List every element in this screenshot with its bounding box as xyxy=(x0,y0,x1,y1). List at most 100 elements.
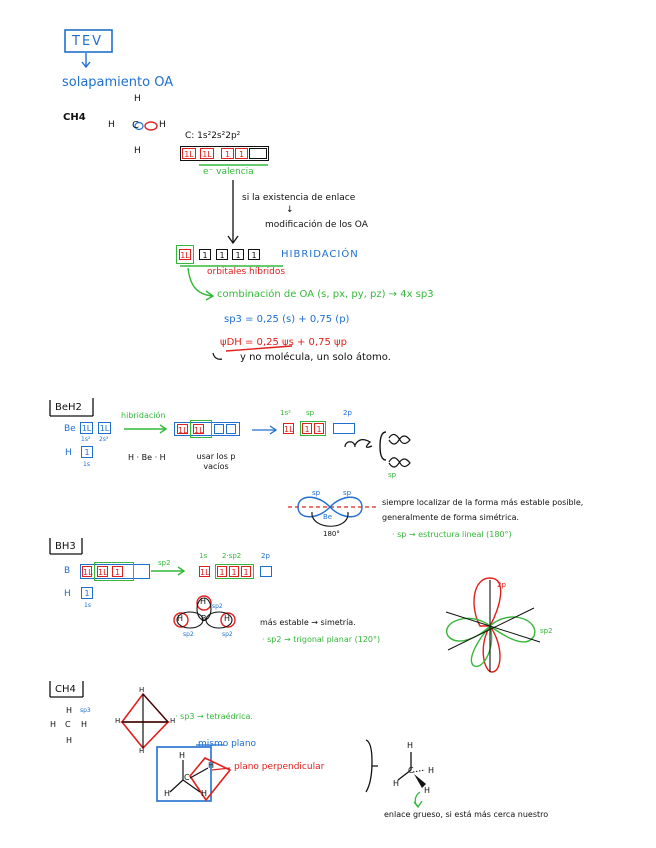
orbital-cell xyxy=(333,423,355,434)
orbital-row-a xyxy=(180,146,269,161)
tev-box xyxy=(64,29,113,53)
label-2p: 2p xyxy=(343,409,352,417)
orbital-cell: 1 xyxy=(232,249,244,260)
sp-highlight xyxy=(300,421,326,436)
ch4-h-left: H xyxy=(108,120,115,130)
orbital-cell: 1 xyxy=(199,249,211,260)
orbitales-label: orbitales híbridos xyxy=(207,267,286,277)
box-c: C xyxy=(184,773,190,782)
note-line-3: · sp → estructura lineal (180°) xyxy=(392,530,512,539)
tetra-text: · sp3 → tetraédrica. xyxy=(175,712,253,721)
overlap-loop xyxy=(144,121,158,131)
enlace-text: enlace grueso, si está más cerca nuestro xyxy=(384,810,549,819)
sub-h: 1s xyxy=(83,461,90,468)
combinacion-text: combinación de OA (s, px, py, pz) → 4x s… xyxy=(217,289,434,300)
bh3-label: BH3 xyxy=(55,541,76,552)
orbital-cell: 1L xyxy=(98,422,111,434)
top-1s: 1s xyxy=(199,552,208,560)
wedge-h-left: H xyxy=(393,779,400,788)
orbital-cell: 1 xyxy=(314,423,324,434)
estable-text: más estable → simetría. xyxy=(260,618,356,627)
orbital-cell: 1L xyxy=(193,424,204,435)
struct-h-left: H xyxy=(177,614,184,623)
orbital-cell: 1 xyxy=(248,249,260,260)
sp-lobe-b: sp xyxy=(343,489,352,497)
mid-highlight xyxy=(190,420,212,438)
tetra-h: H xyxy=(170,717,176,725)
be-struct: H · Be · H xyxy=(128,453,166,462)
perpendicular-text: plano perpendicular xyxy=(234,762,325,772)
bh3-highlight xyxy=(94,562,134,581)
orbital-cell: 1 xyxy=(81,446,93,458)
orbital-cell: 1 xyxy=(221,148,234,159)
hybrid-highlight xyxy=(176,245,194,264)
sub-h: 1s xyxy=(84,602,91,609)
bh3-row xyxy=(80,564,150,579)
mismo-plano-text: mismo plano xyxy=(198,739,257,749)
orbital-cell: 1L xyxy=(283,423,294,434)
box-h-top: H xyxy=(179,751,186,760)
orbital-cell: 1L xyxy=(97,566,108,577)
orbital-cell: 1 xyxy=(235,148,248,159)
box-h-right: H xyxy=(201,789,208,798)
label-1s: 1s² xyxy=(280,409,291,417)
h-atom: H xyxy=(50,720,57,729)
top-sp2: 2·sp2 xyxy=(222,552,242,560)
existence-text: si la existencia de enlace xyxy=(242,193,356,203)
box-h-left: H xyxy=(164,789,171,798)
orbital-cell: 1 xyxy=(112,566,123,577)
note-text: y no molécula, un solo átomo. xyxy=(240,352,391,363)
wedge-h-front: H xyxy=(424,786,431,795)
psi-equation: ψDH = 0,25 ψs + 0,75 ψp xyxy=(220,337,347,348)
section-heading: solapamiento OA xyxy=(62,75,174,90)
empty-p-cell xyxy=(260,566,272,577)
orbital-cell: 1 xyxy=(229,566,239,577)
orbital-cell: 1L xyxy=(199,566,210,577)
hibridacion-label: HIBRIDACIÓN xyxy=(281,249,359,260)
vacios-text: usar los p vacíos xyxy=(196,452,236,471)
orbital-cell: 1L xyxy=(182,148,196,159)
sub-1s: 1s² xyxy=(81,436,91,443)
ch4-h-bottom: H xyxy=(134,146,141,156)
be-symbol: Be xyxy=(64,424,76,434)
ch4b-label: CH4 xyxy=(55,684,76,695)
orbital-cell: 1L xyxy=(200,148,214,159)
angle-180: 180° xyxy=(323,530,340,538)
tetra-h: H xyxy=(139,747,145,755)
sp3-equation: sp3 = 0,25 (s) + 0,75 (p) xyxy=(224,314,350,325)
orbital-cell: 1 xyxy=(217,566,227,577)
carbon-config: C: 1s²2s²2p² xyxy=(185,131,241,141)
c-atom: C xyxy=(65,720,71,729)
box-h-back: H xyxy=(208,761,215,770)
sub-2s: 2s² xyxy=(99,436,109,443)
tetra-h: H xyxy=(139,686,145,694)
b-symbol: B xyxy=(64,566,71,576)
tetra-h: H xyxy=(115,717,121,725)
small-arrow: ↓ xyxy=(286,205,294,215)
sp2-highlight xyxy=(215,564,254,579)
orbital-cell xyxy=(226,424,236,434)
label-sp: sp xyxy=(306,409,315,417)
orbital-row-mid xyxy=(174,422,240,436)
wedge-c: C xyxy=(408,766,414,775)
hibridacion-small: hibridación xyxy=(121,411,166,420)
strike-line xyxy=(225,345,293,352)
label-sp2: sp2 xyxy=(540,627,553,635)
struct-h-right: H xyxy=(224,614,231,623)
ch4-label: CH4 xyxy=(63,112,86,123)
orbital-cell: 1L xyxy=(80,422,93,434)
orbital-cell: 1L xyxy=(82,566,93,577)
orbital-cell: 1 xyxy=(216,249,228,260)
struct-h-top: H xyxy=(200,597,207,606)
orbital-cell: 1L xyxy=(179,249,191,260)
tev-title: TEV xyxy=(72,34,104,49)
modificacion-text: modificación de los OA xyxy=(265,220,368,230)
h-atom: H xyxy=(66,736,73,745)
valencia-label: e⁻ valencia xyxy=(203,167,254,177)
orbital-cell: 1 xyxy=(241,566,251,577)
note-line-2: generalmente de forma simétrica. xyxy=(382,513,520,522)
sp2-tag: sp2 xyxy=(222,631,233,638)
mismo-plano-box xyxy=(156,746,212,802)
ch4-carbon: C xyxy=(132,120,139,131)
sp-lobe-a: sp xyxy=(312,489,321,497)
